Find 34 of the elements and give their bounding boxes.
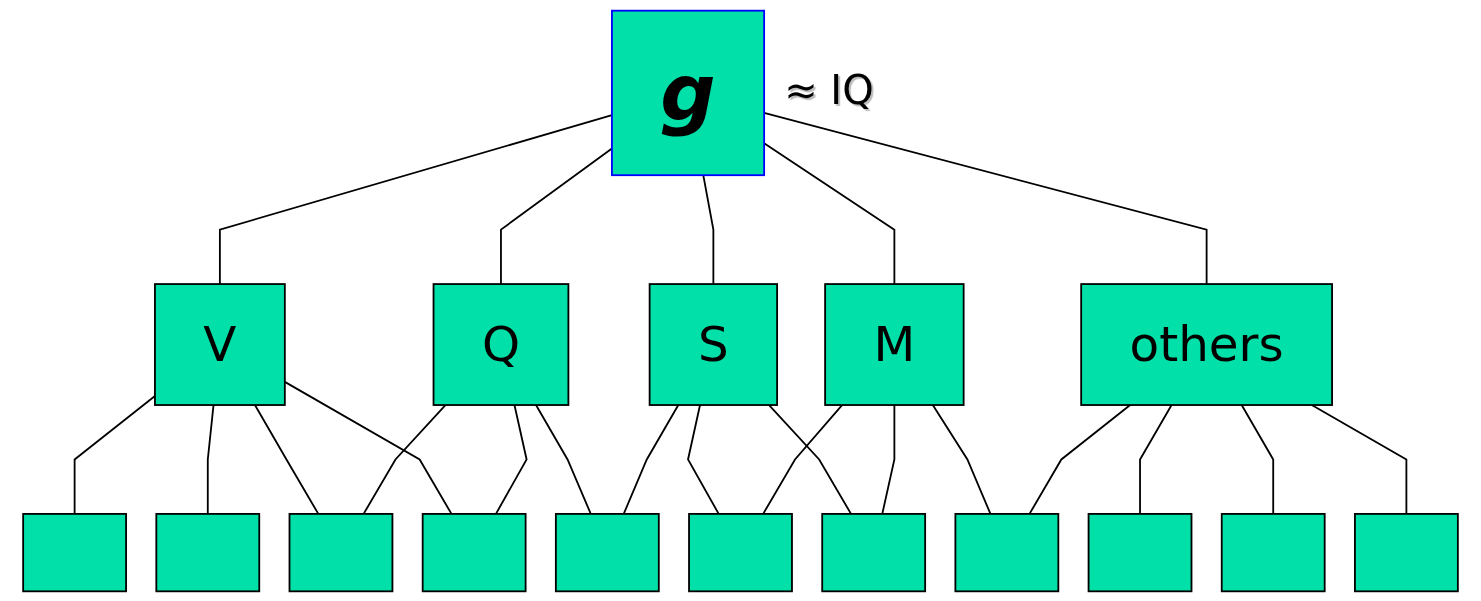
connector (206, 403, 215, 515)
node-box (688, 512, 793, 592)
node-box: Q (432, 282, 570, 406)
node-box: M (824, 282, 965, 406)
connector (495, 403, 528, 515)
connector (687, 403, 720, 515)
node-box: S (648, 282, 778, 406)
node-box (954, 512, 1060, 592)
node-box (554, 512, 660, 592)
connector (1240, 403, 1275, 515)
node-box: g (611, 9, 766, 176)
node-box (155, 512, 261, 592)
connector (762, 403, 843, 515)
connector (622, 403, 680, 515)
connector (702, 173, 715, 285)
node-box: others (1080, 282, 1333, 406)
node-box (288, 512, 394, 592)
node-annotation: ≈ IQ (784, 67, 874, 114)
connector (881, 403, 896, 515)
connector (254, 403, 320, 515)
connector (768, 403, 852, 515)
node-box: V (154, 282, 286, 406)
node-box (1087, 512, 1193, 592)
connector (931, 403, 992, 515)
node-box (1354, 512, 1459, 592)
node-box (1220, 512, 1326, 592)
connector (535, 403, 592, 515)
connector (1310, 403, 1408, 515)
node-box (421, 512, 527, 592)
connector (1139, 403, 1173, 515)
connector (1028, 403, 1132, 515)
node-box (821, 512, 927, 592)
node-box (22, 512, 127, 592)
connector (362, 403, 447, 515)
